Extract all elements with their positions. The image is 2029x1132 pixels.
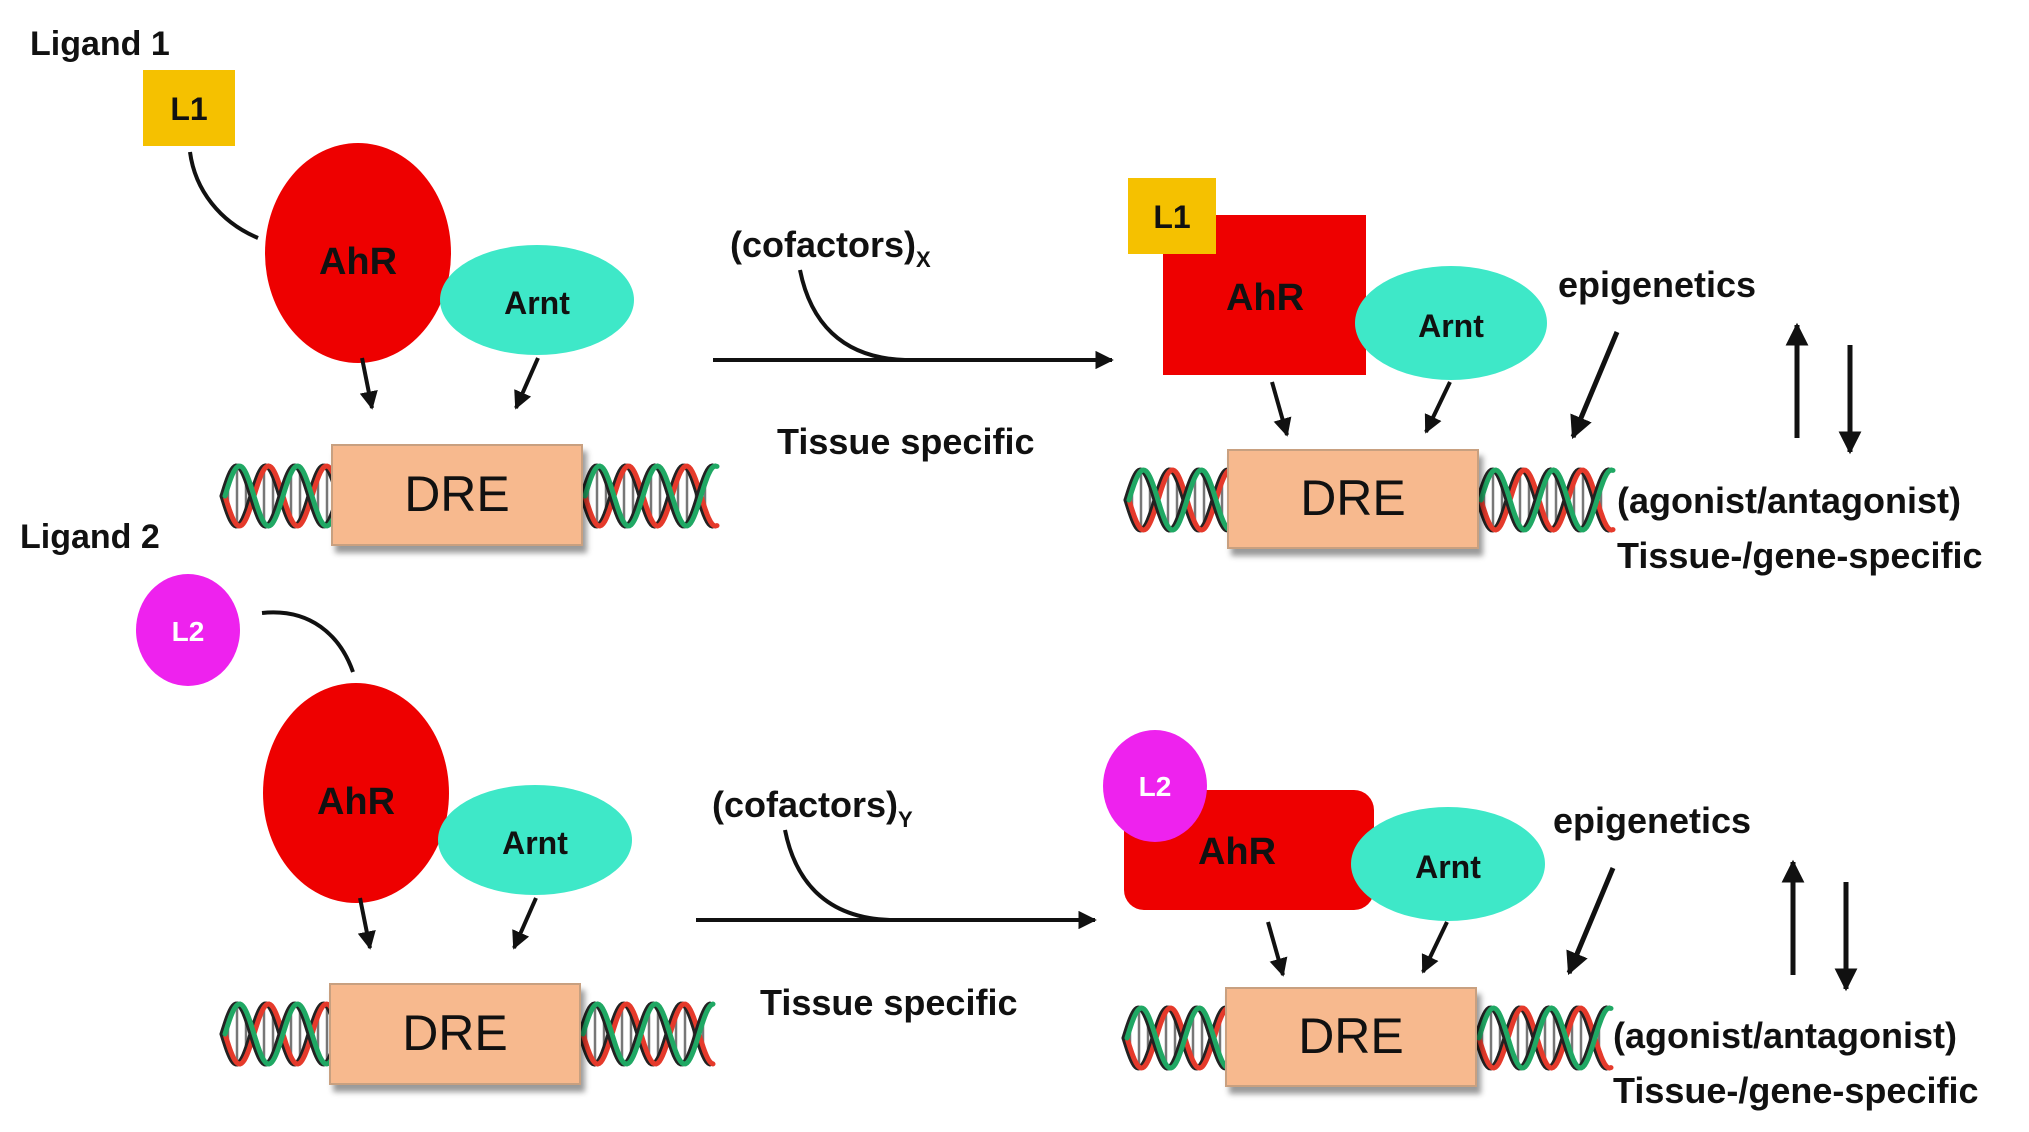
dna-helix-icon [577, 1001, 716, 1067]
arrow-bound-ahr-to-dre [1270, 381, 1292, 437]
ahr-label: AhR [319, 241, 397, 283]
agonist-antagonist-label: (agonist/antagonist) [1617, 480, 1961, 521]
arrow-bound-arnt-to-dre [1421, 921, 1449, 974]
dna-strand-outline [579, 463, 717, 529]
cofactors-label: (cofactors)X [730, 224, 931, 272]
bound-dre-box [1225, 987, 1477, 1087]
dre-label: DRE [402, 1005, 508, 1061]
dna-helix-icon [1473, 1005, 1614, 1071]
dna-strand-outline [1473, 1005, 1611, 1071]
ligand-2-title: Ligand 2 [20, 518, 160, 556]
bound-arnt-protein [1351, 807, 1545, 921]
dna-strand-outline [1473, 1005, 1611, 1071]
dna-strand-red [1476, 1005, 1614, 1071]
bound-arnt-label: Arnt [1418, 308, 1484, 344]
dna-helix-icon [219, 463, 340, 529]
tissue-specific-label: Tissue specific [760, 982, 1017, 1023]
epigenetics-label: epigenetics [1558, 264, 1756, 305]
bound-ligand-1-badge [1128, 178, 1216, 254]
panel-ligand-1: Ligand 1 L1 AhR Arnt DRE (cofactors)X Ti… [30, 25, 1982, 576]
arrow-epigenetics-to-dna [1566, 867, 1616, 976]
arnt-label: Arnt [502, 825, 568, 861]
dna-strand-red [1478, 467, 1616, 533]
dre-box [331, 444, 583, 546]
bound-arnt-label: Arnt [1415, 849, 1481, 885]
arrow-bound-arnt-to-dre [1424, 381, 1452, 434]
bound-dre-label: DRE [1298, 1008, 1404, 1064]
cofactors-subscript: X [916, 247, 931, 272]
dna-strand-outline [1475, 467, 1613, 533]
agonist-antagonist-label: (agonist/antagonist) [1613, 1015, 1957, 1056]
cofactors-connector [783, 829, 891, 922]
ahr-receptor [263, 683, 449, 903]
dna-strand-green [582, 463, 720, 529]
dna-strand-outline [1475, 467, 1613, 533]
tissue-gene-specific-label: Tissue-/gene-specific [1617, 535, 1982, 576]
bound-ahr-label: AhR [1198, 831, 1276, 873]
dna-strand-green [1126, 467, 1236, 533]
dna-helix-icon [1123, 467, 1236, 533]
dna-strand-green [580, 1001, 716, 1067]
arrow-ahr-to-dre [359, 357, 378, 410]
dre-box [329, 983, 581, 1085]
cofactors-connector [798, 269, 906, 362]
dna-strand-green [222, 1001, 338, 1067]
dre-label: DRE [404, 466, 510, 522]
arnt-protein [438, 785, 632, 895]
dna-strand-green [1478, 467, 1616, 533]
arrow-ahr-to-dre [357, 897, 376, 950]
bound-ligand-1-label: L1 [1153, 199, 1190, 235]
bound-ahr-label: AhR [1226, 277, 1304, 319]
dna-strand-outline [577, 1001, 713, 1067]
dna-strand-red [580, 1001, 716, 1067]
dna-strand-red [582, 463, 720, 529]
dna-helix-icon [1475, 467, 1616, 533]
dna-strand-red [222, 1001, 338, 1067]
ahr-label: AhR [317, 781, 395, 823]
dna-strand-outline [577, 1001, 713, 1067]
dna-helix-icon [1121, 1005, 1234, 1071]
dna-strand-green [1476, 1005, 1614, 1071]
bound-ligand-2-label: L2 [1139, 771, 1172, 802]
arrow-bound-ahr-to-dre [1266, 921, 1288, 977]
dna-helix-icon [579, 463, 720, 529]
ligand-1-title: Ligand 1 [30, 25, 170, 63]
bound-dre-label: DRE [1300, 470, 1406, 526]
ligand-2-connector [261, 610, 355, 673]
ligand-1-badge [143, 70, 235, 146]
bound-ligand-2-badge [1103, 730, 1207, 842]
tissue-specific-label: Tissue specific [777, 421, 1034, 462]
arrow-epigenetics-to-dna [1570, 331, 1620, 440]
dna-strand-outline [579, 463, 717, 529]
ligand-1-badge-label: L1 [170, 91, 207, 127]
cofactors-subscript: Y [898, 807, 913, 832]
ligand-1-connector [188, 151, 259, 240]
bound-arnt-protein [1355, 266, 1547, 380]
arnt-label: Arnt [504, 285, 570, 321]
ligand-2-badge-label: L2 [172, 616, 205, 647]
ahr-receptor [265, 143, 451, 363]
cofactors-label: (cofactors)Y [712, 784, 913, 832]
tissue-gene-specific-label: Tissue-/gene-specific [1613, 1070, 1978, 1111]
panel-ligand-2: Ligand 2 L2 AhR Arnt DRE (cofactors)Y Ti… [20, 518, 1978, 1111]
arnt-protein [440, 245, 634, 355]
bound-dre-box [1227, 449, 1479, 549]
epigenetics-label: epigenetics [1553, 800, 1751, 841]
arrow-arnt-to-dre [512, 897, 538, 950]
dna-strand-green [222, 463, 340, 529]
dna-helix-icon [219, 1001, 338, 1067]
ligand-2-badge [136, 574, 240, 686]
dna-strand-green [1124, 1005, 1234, 1071]
arrow-arnt-to-dre [514, 357, 540, 410]
